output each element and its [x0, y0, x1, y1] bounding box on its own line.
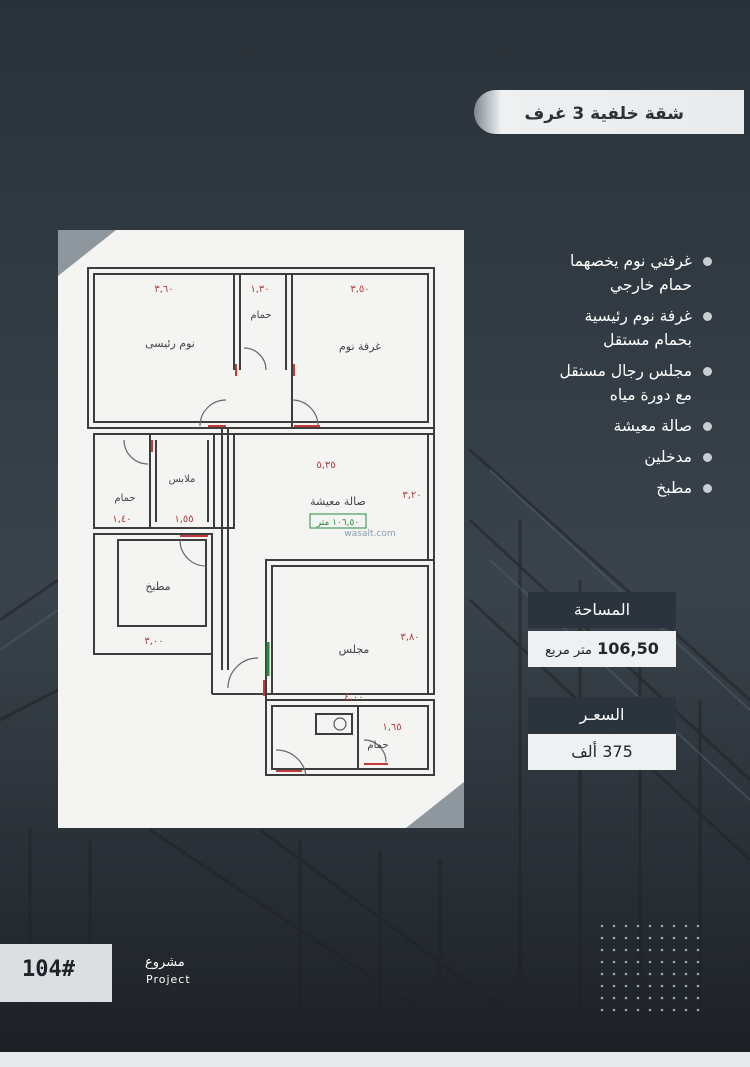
- feature-item: صالة معيشة: [482, 414, 712, 438]
- dim-9: ١,٦٥: [382, 722, 401, 733]
- corner-accent-top-left: [58, 230, 116, 276]
- label-majlis: مجلس: [339, 643, 370, 656]
- bullet-icon: [703, 453, 712, 462]
- project-label-ar: مشروع: [145, 955, 185, 970]
- decorative-dots: [600, 924, 700, 1012]
- price-value-box: 375 ألف: [528, 734, 676, 770]
- title-banner: [474, 90, 744, 134]
- watermark: wasalt.com: [344, 529, 395, 539]
- label-bath-left: حمام: [114, 493, 135, 504]
- area-value: 106,50: [597, 639, 659, 658]
- feature-item: مطبخ: [482, 476, 712, 500]
- bullet-icon: [703, 257, 712, 266]
- area-unit: متر مربع: [545, 643, 593, 658]
- dim-7: ٣,٠٠: [144, 636, 163, 647]
- label-living: صالة معيشة: [310, 495, 366, 508]
- label-closet: ملابس: [169, 474, 196, 485]
- dim-5: ١,٤٠: [112, 514, 131, 525]
- label-bath-top: حمام: [250, 310, 271, 321]
- feature-item: غرفتي نوم يخصهما حمام خارجي: [482, 249, 712, 297]
- page-title: شقة خلفية 3 غرف: [524, 104, 684, 124]
- label-bath-bottom: حمام: [367, 740, 388, 751]
- project-number: 104#: [22, 957, 75, 982]
- project-label-en: Project: [146, 973, 191, 986]
- dim-11: ٣,٢٠: [402, 490, 421, 501]
- dim-6: ١,٥٥: [174, 514, 193, 525]
- dim-1: ٣,٦٠: [154, 284, 173, 295]
- feature-item: مدخلين: [482, 445, 712, 469]
- floor-plan-drawing: نوم رئيسى غرفة نوم حمام حمام ملابس صالة …: [58, 230, 464, 828]
- bullet-icon: [703, 484, 712, 493]
- price-label: السعـر: [528, 697, 676, 733]
- floor-plan-card: نوم رئيسى غرفة نوم حمام حمام ملابس صالة …: [58, 230, 464, 828]
- corner-accent-bottom-right: [406, 782, 464, 828]
- bullet-icon: [703, 422, 712, 431]
- area-label: المساحة: [528, 592, 676, 628]
- feature-list: غرفتي نوم يخصهما حمام خارجي غرفة نوم رئي…: [482, 249, 712, 507]
- area-value-box: 106,50 متر مربع: [528, 631, 676, 667]
- price-value: 375: [602, 742, 633, 761]
- bullet-icon: [703, 312, 712, 321]
- dim-10: ٣,٨٠: [400, 632, 419, 643]
- label-kitchen: مطبخ: [145, 580, 170, 593]
- dim-4: ٥,٣٥: [316, 460, 335, 471]
- price-unit: ألف: [571, 742, 598, 761]
- living-area-tag: ١٠٦,٥٠ متر: [316, 518, 359, 528]
- feature-item: غرفة نوم رئيسية بحمام مستقل: [482, 304, 712, 352]
- label-master-bedroom: نوم رئيسى: [145, 337, 195, 350]
- feature-item: مجلس رجال مستقل مع دورة مياه: [482, 359, 712, 407]
- dim-3: ٣,٥٠: [350, 284, 369, 295]
- label-bedroom: غرفة نوم: [339, 340, 381, 353]
- dim-2: ١,٣٠: [250, 284, 269, 295]
- bottom-bar: [0, 1052, 750, 1067]
- bullet-icon: [703, 367, 712, 376]
- project-number-box: [0, 944, 112, 1002]
- dim-8: ٤,٠٠: [344, 692, 363, 703]
